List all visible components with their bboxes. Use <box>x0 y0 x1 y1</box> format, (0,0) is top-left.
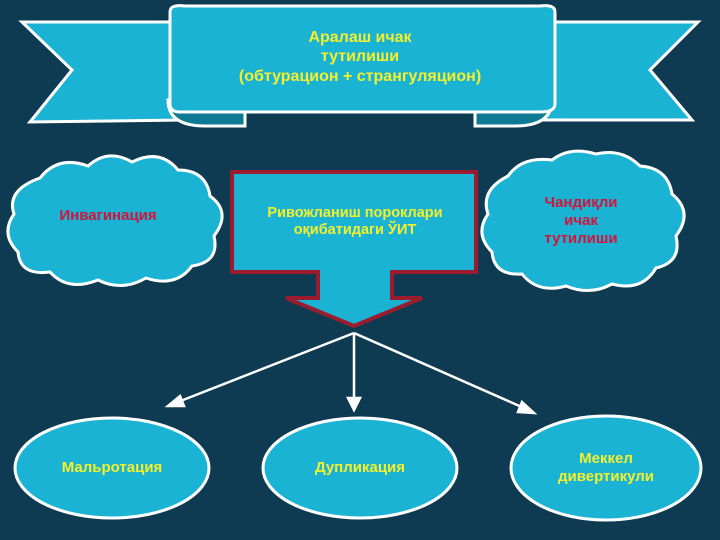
left-cloud-label: Инвагинация <box>59 207 157 224</box>
center-box-label: Ривожланиш пороклари оқибатидаги ЎИТ <box>238 196 472 248</box>
diagram-title: Аралаш ичак тутилиши (обтурацион + стран… <box>180 22 540 92</box>
title-line-1: Аралаш ичак <box>308 29 412 47</box>
oval-middle-shape <box>261 416 459 520</box>
oval-right-shape <box>509 414 703 522</box>
arrow-to-right-oval <box>353 331 525 410</box>
right-cloud-line-2: ичак <box>564 212 598 229</box>
arrow-to-left-oval <box>177 331 355 404</box>
oval-right-line-1: Меккел <box>579 450 633 467</box>
arrowhead-middle <box>345 396 363 413</box>
center-box-line-2: оқибатидаги ЎИТ <box>293 222 417 238</box>
right-cloud-shape <box>480 149 686 292</box>
oval-right-label: Меккел дивертикули <box>516 440 696 496</box>
connector-arrows <box>164 331 538 415</box>
right-cloud-line-1: Чандиқли <box>544 194 618 211</box>
ribbon-left-tail <box>18 20 187 124</box>
center-box-line-1: Ривожланиш пороклари <box>267 204 443 221</box>
oval-middle-label: Дупликация <box>314 459 406 476</box>
arrowhead-left <box>164 393 186 408</box>
oval-left-label: Мальротация <box>61 459 163 476</box>
right-cloud-label: Чандиқли ичак тутилиши <box>496 184 666 258</box>
arrowhead-right <box>516 399 538 415</box>
ribbon-main-band <box>168 4 557 114</box>
left-cloud-shape <box>6 154 224 287</box>
right-cloud-line-3: тутилиши <box>544 230 618 247</box>
ribbon-right-tail <box>533 20 702 122</box>
oval-left-shape <box>13 416 211 520</box>
title-line-2: тутилиши <box>320 48 400 66</box>
title-line-3: (обтурацион + странгуляцион) <box>238 67 482 85</box>
oval-right-line-2: дивертикули <box>557 468 655 485</box>
center-callout-shape <box>230 170 478 329</box>
title-ribbon <box>18 4 702 128</box>
